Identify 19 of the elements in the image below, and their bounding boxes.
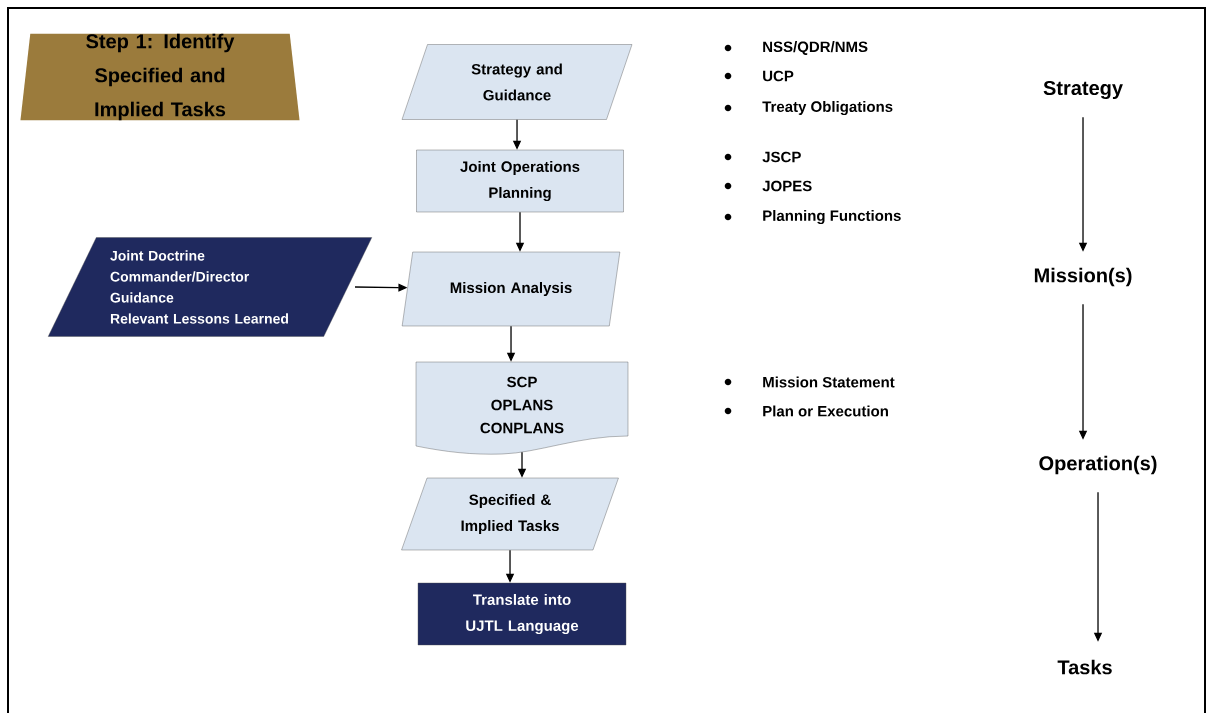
input-parallelogram: Specified & Implied Tasks [401,477,619,551]
bullet-item: Plan or Execution [724,405,888,417]
input-parallelogram: Strategy and Guidance [401,44,633,120]
bullet-item: JSCP [724,151,801,163]
bullet-item: NSS/QDR/NMS [724,41,868,55]
process-box: Translate into UJTL Language [417,582,627,646]
bullet-item: Mission Statement [724,376,895,388]
step-banner: Step 1: Identify Specified and Implied Tasks [20,33,300,121]
bullet-item: Planning Functions [724,210,901,225]
level-label: Operation(s) [1039,455,1157,475]
input-parallelogram: Joint Doctrine Commander/Director Guidance Relevant Lessons Learned [48,237,372,337]
level-label: Strategy [1043,80,1123,100]
bullet-item: UCP [724,70,794,82]
level-label: Mission(s) [1034,267,1132,287]
bullet-item: Treaty Obligations [724,101,893,116]
level-label: Tasks [1057,659,1112,675]
process-box: Joint Operations Planning [416,149,624,213]
input-parallelogram: Mission Analysis [401,251,621,327]
bullet-item: JOPES [724,180,812,192]
